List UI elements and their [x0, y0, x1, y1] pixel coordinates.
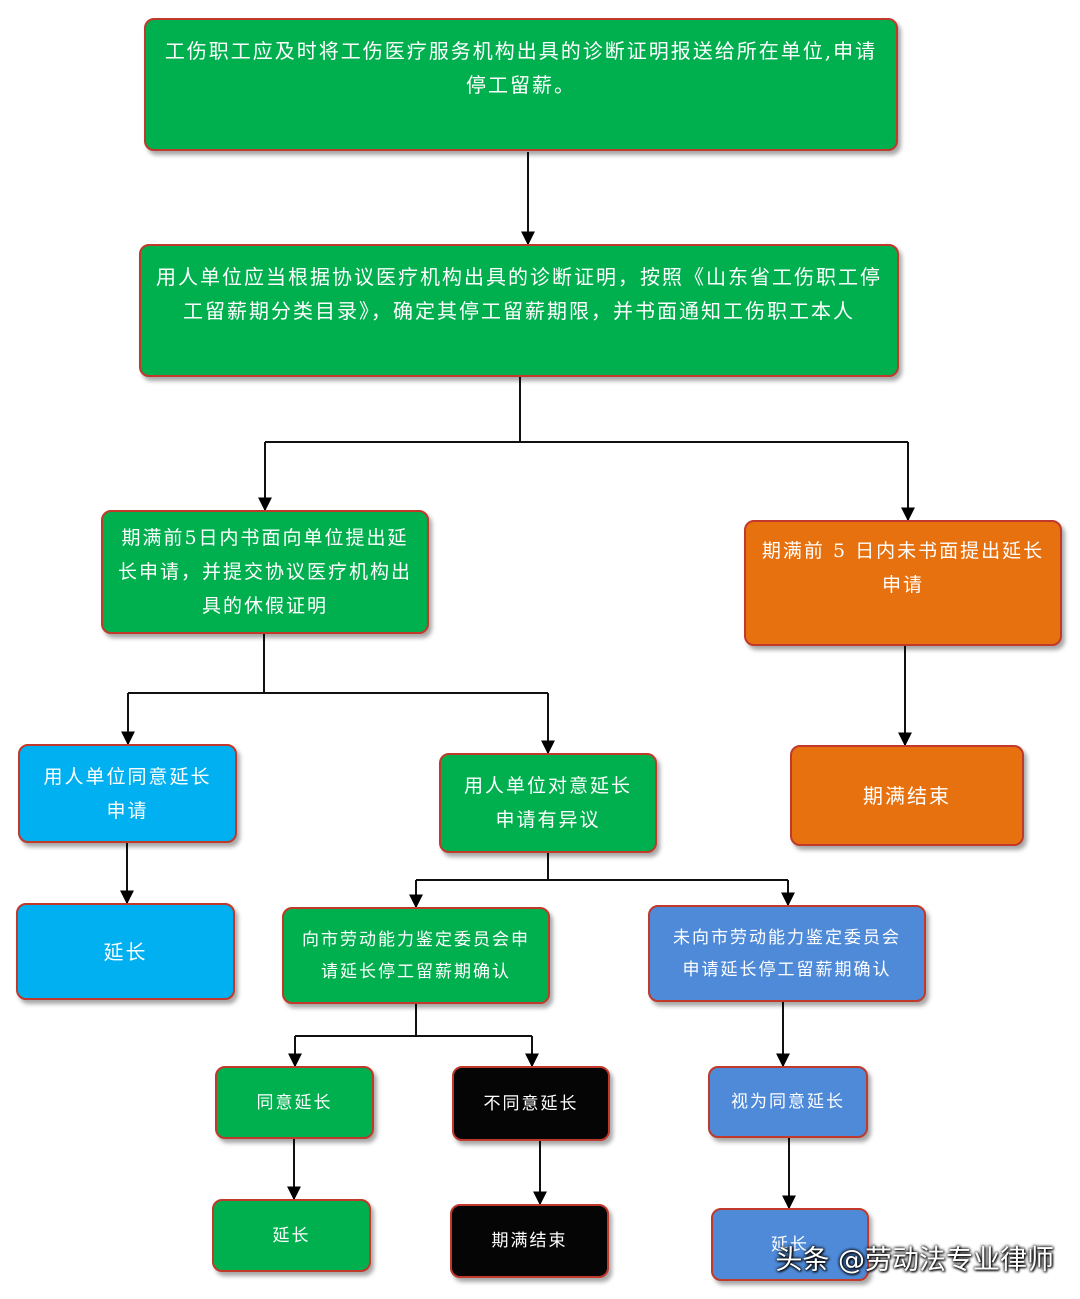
result-committee-disagrees-text: 不同意延长: [483, 1093, 579, 1114]
result-extended-3: 延长: [711, 1208, 869, 1281]
result-committee-disagrees: 不同意延长: [452, 1066, 610, 1141]
step-written-extension-request-text: 期满前5日内书面向单位提出延长申请，并提交协议医疗机构出具的休假证明: [117, 527, 412, 617]
end-period-expired-2: 期满结束: [450, 1204, 609, 1278]
result-committee-agrees-text: 同意延长: [256, 1092, 333, 1113]
result-deemed-agreed: 视为同意延长: [708, 1066, 868, 1138]
step-employer-determine-period: 用人单位应当根据协议医疗机构出具的诊断证明，按照《山东省工伤职工停工留薪期分类目…: [139, 244, 899, 377]
result-extended-3-text: 延长: [771, 1234, 809, 1255]
step-apply-committee: 向市劳动能力鉴定委员会申请延长停工留薪期确认: [282, 907, 550, 1004]
step-employer-determine-period-text: 用人单位应当根据协议医疗机构出具的诊断证明，按照《山东省工伤职工停工留薪期分类目…: [156, 265, 882, 323]
end-period-expired-2-text: 期满结束: [491, 1231, 568, 1251]
step-no-extension-request-text: 期满前 5 日内未书面提出延长申请: [761, 540, 1045, 596]
step-not-apply-committee-text: 未向市劳动能力鉴定委员会申请延长停工留薪期确认: [673, 927, 901, 980]
result-extended-2-text: 延长: [272, 1225, 311, 1246]
step-written-extension-request: 期满前5日内书面向单位提出延长申请，并提交协议医疗机构出具的休假证明: [101, 510, 429, 634]
step-apply-committee-text: 向市劳动能力鉴定委员会申请延长停工留薪期确认: [302, 929, 530, 982]
step-employer-objects-text: 用人单位对意延长申请有异议: [463, 775, 632, 831]
result-committee-agrees: 同意延长: [215, 1066, 374, 1139]
step-employer-objects: 用人单位对意延长申请有异议: [439, 753, 657, 853]
step-report-diagnosis: 工伤职工应及时将工伤医疗服务机构出具的诊断证明报送给所在单位,申请停工留薪。: [144, 18, 898, 151]
step-not-apply-committee: 未向市劳动能力鉴定委员会申请延长停工留薪期确认: [648, 905, 926, 1002]
result-deemed-agreed-text: 视为同意延长: [731, 1092, 845, 1112]
step-no-extension-request: 期满前 5 日内未书面提出延长申请: [744, 520, 1062, 646]
result-extended-2: 延长: [212, 1199, 371, 1272]
step-employer-agrees-text: 用人单位同意延长申请: [43, 765, 212, 822]
step-employer-agrees: 用人单位同意延长申请: [18, 744, 237, 843]
end-period-expired-1: 期满结束: [790, 745, 1024, 846]
end-period-expired-1-text: 期满结束: [863, 783, 951, 808]
result-extended-1: 延长: [16, 903, 235, 1000]
step-report-diagnosis-text: 工伤职工应及时将工伤医疗服务机构出具的诊断证明报送给所在单位,申请停工留薪。: [164, 39, 878, 97]
result-extended-1-text: 延长: [103, 939, 148, 964]
watermark-label: 头条 @劳动法专业律师: [775, 1245, 1054, 1276]
